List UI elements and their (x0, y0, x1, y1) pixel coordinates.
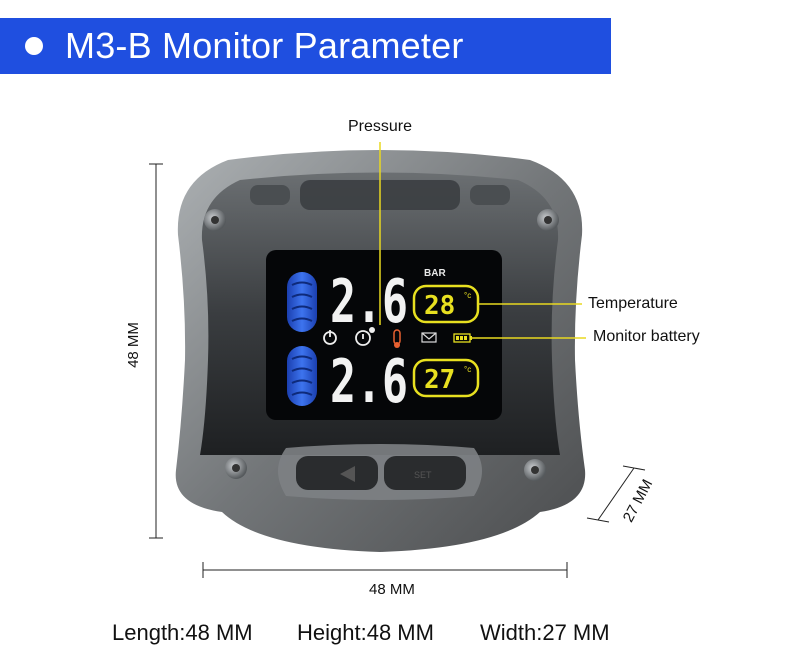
front-temp-value: 28 (424, 291, 455, 321)
temperature-callout: Temperature (588, 295, 678, 312)
rear-pressure-value: 2.6 (330, 347, 408, 417)
screw-top-right-icon (537, 209, 559, 231)
height-dimension-line (149, 163, 163, 539)
rear-temp-unit: °c (464, 365, 471, 374)
lcd-screen (266, 250, 502, 420)
footer-length: Length:48 MM (112, 620, 253, 645)
thermometer-icon (393, 329, 401, 348)
set-button-label: SET (414, 470, 432, 480)
rear-tire-icon (287, 346, 317, 406)
signal-envelope-icon (421, 332, 437, 343)
front-tire-icon (287, 272, 317, 332)
length-dimension-line (202, 562, 568, 578)
title-banner: M3-B Monitor Parameter (0, 18, 611, 74)
length-dimension-label: 48 MM (369, 581, 415, 598)
power-icon (323, 330, 337, 345)
front-pressure-value: 2.6 (330, 267, 408, 337)
rear-temp-box (412, 358, 480, 398)
bullet-dot (25, 37, 43, 55)
banner-title: M3-B Monitor Parameter (65, 25, 464, 66)
screw-bottom-right-icon (524, 459, 546, 481)
battery-icon (453, 333, 472, 343)
screw-top-left-icon (204, 209, 226, 231)
tire-warning-icon (355, 330, 371, 346)
pressure-unit: BAR (424, 268, 446, 279)
pressure-callout: Pressure (348, 118, 413, 135)
rear-temp-value: 27 (424, 365, 455, 395)
footer-height: Height:48 MM (297, 620, 434, 645)
width-dimension-line (586, 465, 646, 523)
front-temp-unit: °c (464, 291, 471, 300)
screw-bottom-left-icon (225, 457, 247, 479)
left-button[interactable] (296, 456, 378, 490)
width-dimension-label: 27 MM (620, 477, 657, 525)
set-button[interactable]: SET (384, 456, 466, 490)
battery-callout: Monitor battery (593, 328, 700, 345)
alert-icon (369, 327, 375, 333)
footer-width: Width:27 MM (480, 620, 610, 645)
height-dimension-label: 48 MM (125, 322, 142, 368)
